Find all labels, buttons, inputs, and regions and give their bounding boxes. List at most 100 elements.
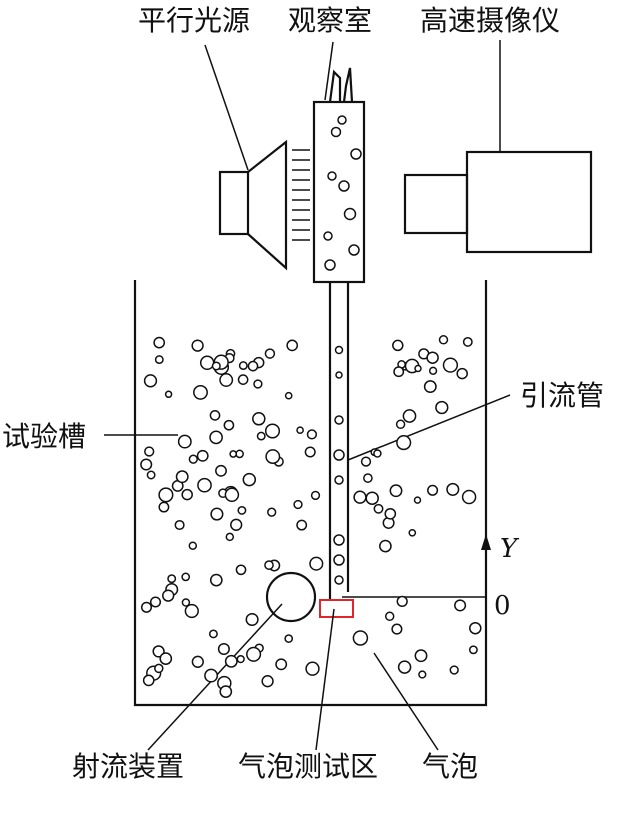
bubble (230, 518, 243, 531)
bubble (304, 446, 316, 458)
bubble (140, 601, 153, 613)
bubble (238, 361, 248, 371)
bubble (159, 652, 173, 665)
bubble (324, 259, 336, 271)
high-speed-camera (403, 150, 593, 254)
bubble (215, 464, 227, 477)
leader-bubble (373, 652, 439, 751)
bubble (442, 357, 459, 373)
bubble (167, 574, 177, 584)
bubble (414, 364, 422, 373)
label-bubble-test-zone: 气泡测试区 (238, 750, 378, 783)
bubble (174, 519, 185, 531)
bubble (426, 351, 439, 364)
bubble (188, 541, 198, 550)
bubble (338, 180, 350, 192)
bubble (177, 434, 192, 449)
bubble (418, 670, 427, 679)
bubble (396, 595, 408, 608)
bubble (468, 645, 478, 655)
bubble (438, 335, 449, 345)
bubble (352, 630, 369, 646)
draft-tube (328, 282, 350, 600)
label-draft-tube: 引流管 (520, 379, 604, 412)
bubble (397, 660, 412, 674)
bubble (188, 454, 198, 464)
bubble (235, 564, 247, 576)
bubble (296, 519, 308, 531)
bubble (164, 390, 173, 399)
bubble (162, 589, 175, 602)
bubble (408, 528, 417, 537)
bubble (456, 367, 468, 380)
bubble (154, 355, 164, 365)
bubble (428, 366, 438, 375)
bubble (323, 231, 333, 241)
bubble-test-zone (319, 599, 354, 618)
bubble (219, 685, 233, 698)
leader-bubble-test-zone (315, 608, 335, 751)
bubble (373, 449, 382, 458)
bubble-field (140, 115, 482, 698)
bubble (334, 415, 344, 425)
bubble (334, 575, 344, 585)
bubble (454, 599, 467, 612)
bubble (449, 665, 459, 675)
bubble (275, 658, 288, 671)
bubble (196, 449, 209, 462)
bubble (293, 499, 303, 510)
bubble (469, 621, 482, 635)
bubble (435, 400, 449, 415)
bubble (462, 336, 473, 347)
bubble (197, 477, 212, 493)
label-high-speed-camera: 高速摄像仪 (420, 4, 560, 37)
bubble (158, 487, 174, 503)
bubble (219, 373, 234, 387)
bubble (309, 556, 324, 571)
bubble (305, 661, 320, 676)
label-bubble: 气泡 (422, 750, 478, 783)
bubble (284, 391, 293, 400)
bubble (333, 554, 345, 566)
bubble (264, 348, 276, 359)
bubble (209, 430, 223, 445)
bubble (224, 654, 238, 668)
bubble (427, 484, 439, 496)
bubble (191, 655, 204, 668)
bubble (242, 472, 257, 487)
parallel-light-source (218, 139, 310, 271)
bubble (413, 496, 422, 504)
bubble (333, 534, 345, 546)
bubble (284, 634, 294, 643)
bubble (414, 649, 428, 663)
bubble (175, 470, 189, 484)
bubble (224, 487, 240, 503)
bubble (396, 435, 412, 451)
bubble (350, 148, 362, 160)
label-light-source: 平行光源 (138, 4, 250, 37)
bubble (152, 645, 165, 658)
bubble (237, 374, 249, 385)
bubble (379, 539, 392, 553)
bubble (199, 355, 215, 371)
bubble (334, 345, 344, 355)
bubble (334, 475, 344, 485)
bubble (208, 629, 218, 639)
bubble (225, 532, 235, 542)
bubble (235, 449, 244, 459)
bubble (193, 384, 208, 400)
bubble (144, 446, 155, 457)
bubble (265, 449, 281, 465)
bubble (247, 360, 259, 372)
bubble (209, 573, 223, 587)
bubble (143, 374, 158, 388)
bubble (256, 431, 266, 441)
bubble (211, 361, 221, 371)
coordinate-axis (342, 534, 491, 598)
leader-observation-chamber (324, 41, 334, 101)
bubble (446, 482, 460, 496)
bubble (191, 339, 204, 352)
bubble (286, 339, 299, 352)
bubble (158, 501, 170, 513)
